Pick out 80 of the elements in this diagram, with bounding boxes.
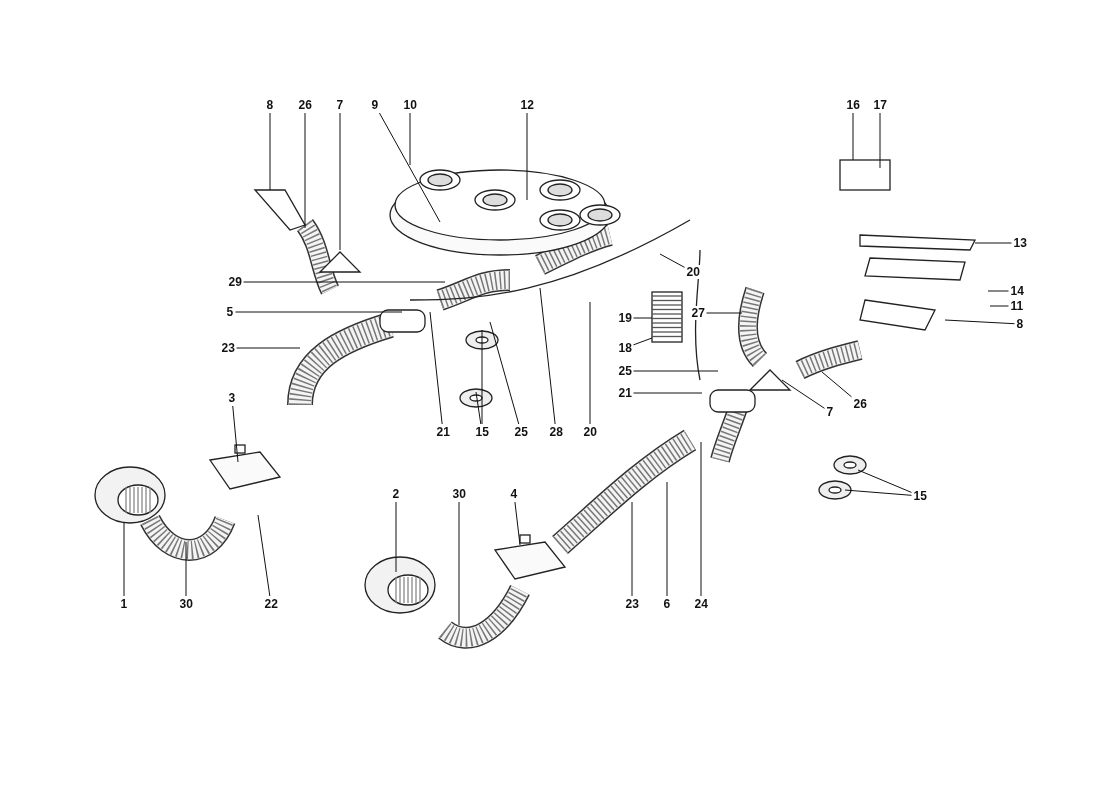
leader-line <box>123 521 125 597</box>
callout-number: 28 <box>548 425 564 439</box>
leader-line <box>706 312 743 314</box>
callout-number: 8 <box>265 98 275 112</box>
leader-line <box>236 347 301 349</box>
leader-line <box>974 242 1012 244</box>
callout-number: 27 <box>690 306 706 320</box>
leader-line <box>987 290 1009 292</box>
leader-line <box>659 253 685 268</box>
leader-line <box>243 281 446 283</box>
callout-number: 12 <box>519 98 535 112</box>
callout-number: 26 <box>852 397 868 411</box>
leader-line <box>989 305 1009 307</box>
callout-number: 21 <box>435 425 451 439</box>
leader-line <box>269 112 271 191</box>
leader-line <box>409 112 411 166</box>
leader-line <box>844 489 912 496</box>
callout-number: 20 <box>582 425 598 439</box>
leader-line <box>257 514 271 597</box>
callout-number: 1 <box>119 597 129 611</box>
callout-number: 15 <box>912 489 928 503</box>
leader-line <box>526 112 528 201</box>
callout-number: 23 <box>624 597 640 611</box>
callout-number: 16 <box>845 98 861 112</box>
leader-line <box>633 370 719 372</box>
callout-number: 8 <box>1015 317 1025 331</box>
leader-line <box>633 337 653 346</box>
callout-number: 7 <box>825 405 835 419</box>
callout-number: 4 <box>509 487 519 501</box>
callout-number: 29 <box>227 275 243 289</box>
callout-number: 24 <box>693 597 709 611</box>
callout-number: 25 <box>513 425 529 439</box>
leader-line <box>821 371 852 398</box>
leader-line <box>852 112 854 161</box>
callout-number: 23 <box>220 341 236 355</box>
callout-number: 3 <box>227 391 237 405</box>
leader-line <box>944 319 1015 325</box>
callout-number: 2 <box>391 487 401 501</box>
leader-line <box>781 379 825 409</box>
callout-number: 10 <box>402 98 418 112</box>
callout-number: 25 <box>617 364 633 378</box>
leader-line <box>481 329 483 425</box>
leader-line <box>185 541 187 597</box>
leader-line <box>631 501 633 597</box>
leader-line <box>514 501 521 546</box>
leader-line <box>857 469 912 493</box>
leader-line <box>235 311 403 313</box>
leader-line <box>395 501 397 573</box>
callout-number: 5 <box>225 305 235 319</box>
callout-number: 15 <box>474 425 490 439</box>
leader-line <box>339 112 341 251</box>
callout-number: 20 <box>685 265 701 279</box>
leader-line <box>666 481 668 597</box>
callout-number: 14 <box>1009 284 1025 298</box>
callout-number: 21 <box>617 386 633 400</box>
callout-number: 11 <box>1009 299 1025 313</box>
callout-number: 18 <box>617 341 633 355</box>
leader-line <box>589 301 591 425</box>
callout-number: 22 <box>263 597 279 611</box>
leader-line <box>633 317 653 319</box>
callout-number: 13 <box>1012 236 1028 250</box>
leader-line <box>232 405 239 463</box>
callout-number: 9 <box>370 98 380 112</box>
leader-line <box>475 391 482 425</box>
leader-line <box>378 112 441 223</box>
callout-number: 19 <box>617 311 633 325</box>
callout-number: 30 <box>178 597 194 611</box>
leader-line <box>879 112 881 169</box>
leader-line <box>700 441 702 597</box>
leader-line <box>633 392 703 394</box>
leader-line <box>489 321 520 425</box>
leader-line <box>458 501 460 626</box>
leader-line <box>429 311 443 425</box>
callout-number: 17 <box>872 98 888 112</box>
callout-number: 26 <box>297 98 313 112</box>
callout-number: 30 <box>451 487 467 501</box>
callout-number: 6 <box>662 597 672 611</box>
leader-line <box>539 287 556 425</box>
leader-line <box>304 112 306 229</box>
callout-number: 7 <box>335 98 345 112</box>
